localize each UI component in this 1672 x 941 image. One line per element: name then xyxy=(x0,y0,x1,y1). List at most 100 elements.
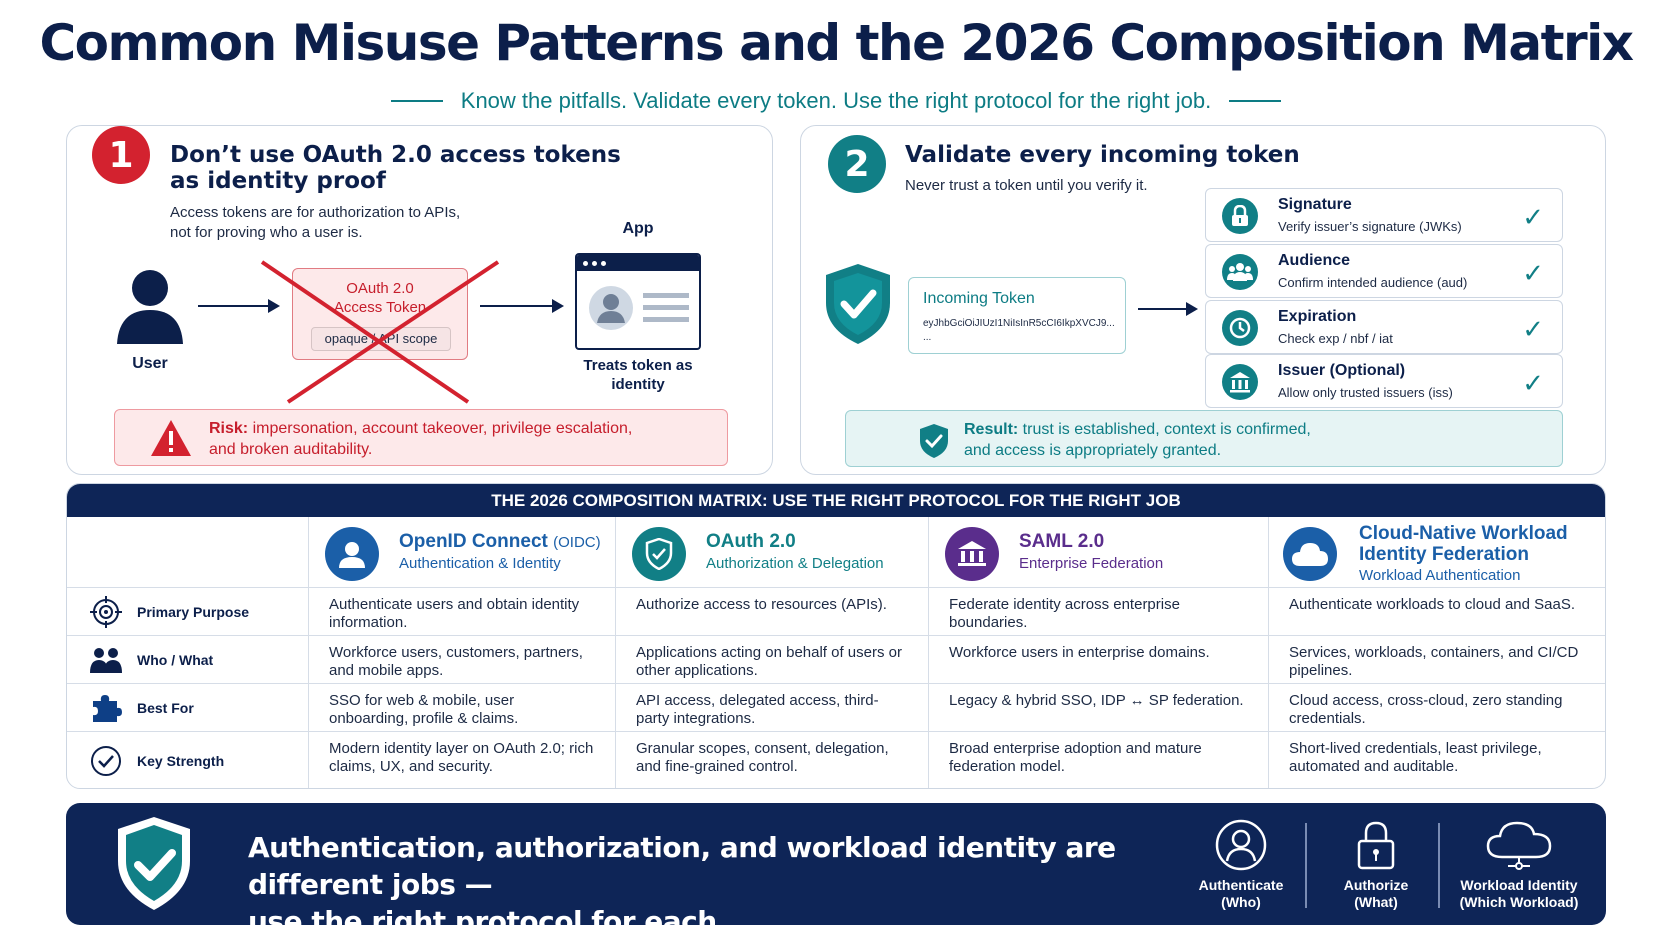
check-issuer: Issuer (Optional) Allow only trusted iss… xyxy=(1205,354,1563,408)
incoming-token-jwt: eyJhbGciOiJIUzI1NiIsInR5cCI6IkpXVCJ9... xyxy=(923,318,1115,329)
matrix-column-saml: SAML 2.0 Enterprise Federation Federate … xyxy=(928,517,1268,788)
shield-check-icon xyxy=(118,817,190,910)
row-label-key-strength: Key Strength xyxy=(67,731,308,788)
step-number-1: 1 xyxy=(92,126,150,184)
step-number-2: 2 xyxy=(828,135,886,193)
risk-text-line2: and broken auditability. xyxy=(209,441,373,458)
matrix-cell: Modern identity layer on OAuth 2.0; rich… xyxy=(309,731,615,788)
matrix-cell: Authenticate users and obtain identity i… xyxy=(309,587,615,635)
panel1-title: Don’t use OAuth 2.0 access tokens as ide… xyxy=(170,142,621,194)
lock-icon xyxy=(1222,198,1258,234)
app-caption: Treats token as identity xyxy=(570,356,706,394)
matrix-cell: Services, workloads, containers, and CI/… xyxy=(1269,635,1605,683)
risk-text-line1: impersonation, account takeover, privile… xyxy=(248,420,633,437)
column-header-oauth: OAuth 2.0 Authorization & Delegation xyxy=(616,517,928,587)
result-text-line1: trust is established, context is confirm… xyxy=(1018,421,1311,438)
row-label-best-for: Best For xyxy=(67,683,308,731)
row-label-text: Best For xyxy=(137,699,194,716)
banner-item-authorize: Authorize (What) xyxy=(1326,819,1426,911)
column-title: SAML 2.0 xyxy=(1019,531,1105,552)
column-title-name: OpenID Connect xyxy=(399,531,548,552)
panel1-title-line2: as identity proof xyxy=(170,168,386,194)
check-detail: Check exp / nbf / iat xyxy=(1278,331,1393,346)
panel1-text-line1: Access tokens are for authorization to A… xyxy=(170,204,461,221)
users-icon xyxy=(1222,254,1258,290)
row-label-text: Primary Purpose xyxy=(137,603,250,620)
column-title: OpenID Connect (OIDC) xyxy=(399,531,601,553)
check-title: Signature xyxy=(1278,196,1352,213)
access-token-line2: Access Token xyxy=(333,299,427,316)
check-audience: Audience Confirm intended audience (aud)… xyxy=(1205,244,1563,298)
result-callout: Result: trust is established, context is… xyxy=(845,410,1563,467)
column-title-line1: Cloud-Native Workload xyxy=(1359,523,1568,544)
app-caption-line1: Treats token as xyxy=(583,357,693,374)
banner-item-sub: (Who) xyxy=(1221,894,1261,910)
lock-icon xyxy=(1357,821,1395,870)
column-title: OAuth 2.0 xyxy=(706,531,796,552)
arrow-token-to-checks xyxy=(1138,302,1198,316)
arrow-user-to-token xyxy=(198,299,280,313)
column-title: Cloud-Native Workload Identity Federatio… xyxy=(1359,523,1568,565)
banner-message: Authentication, authorization, and workl… xyxy=(248,829,1148,940)
row-label-primary-purpose: Primary Purpose xyxy=(67,587,308,635)
shield-check-small-icon xyxy=(920,424,948,458)
matrix-cell: Cloud access, cross-cloud, zero standing… xyxy=(1269,683,1605,731)
column-title-suffix: (OIDC) xyxy=(553,534,601,551)
check-title: Issuer (Optional) xyxy=(1278,362,1406,379)
app-label: App xyxy=(622,220,654,237)
risk-label: Risk: xyxy=(209,420,249,437)
row-label-who-what: Who / What xyxy=(67,635,308,683)
matrix-cell: Applications acting on behalf of users o… xyxy=(616,635,928,683)
banner-item-label: Authenticate xyxy=(1198,877,1284,893)
checkmark-icon: ✓ xyxy=(1522,202,1544,232)
check-circle-icon xyxy=(91,746,121,776)
puzzle-icon xyxy=(93,694,122,722)
cloud-network-icon xyxy=(1486,821,1552,870)
arrow-token-to-app xyxy=(480,299,564,313)
check-detail: Confirm intended audience (aud) xyxy=(1278,275,1468,290)
column-header-oidc: OpenID Connect (OIDC) Authentication & I… xyxy=(309,517,615,587)
matrix-cell: Short-lived credentials, least privilege… xyxy=(1269,731,1605,788)
check-expiration: Expiration Check exp / nbf / iat ✓ xyxy=(1205,300,1563,354)
cloud-icon xyxy=(1283,527,1337,581)
column-subtitle: Authorization & Delegation xyxy=(706,555,884,572)
result-text: Result: trust is established, context is… xyxy=(964,419,1544,461)
matrix-cell: Workforce users, customers, partners, an… xyxy=(309,635,615,683)
column-subtitle: Workload Authentication xyxy=(1359,567,1521,584)
banner-item-authenticate: Authenticate (Who) xyxy=(1186,819,1296,911)
shield-icon xyxy=(632,527,686,581)
banner-item-label: Authorize xyxy=(1343,877,1409,893)
matrix-cell: Workforce users in enterprise domains. xyxy=(929,635,1268,683)
row-label-text: Who / What xyxy=(137,651,214,668)
matrix-column-workload: Cloud-Native Workload Identity Federatio… xyxy=(1268,517,1605,788)
check-title: Audience xyxy=(1278,252,1351,269)
user-circle-icon xyxy=(1215,819,1267,871)
people-icon xyxy=(90,647,122,673)
matrix-column-oidc: OpenID Connect (OIDC) Authentication & I… xyxy=(308,517,615,788)
incoming-token-box: Incoming Token eyJhbGciOiJIUzI1NiIsInR5c… xyxy=(908,277,1126,354)
matrix-cell: SSO for web & mobile, user onboarding, p… xyxy=(309,683,615,731)
subtitle-rule-left xyxy=(390,100,443,102)
matrix-cell: Legacy & hybrid SSO, IDP ↔ SP federation… xyxy=(929,683,1268,731)
banner-item-workload-identity: Workload Identity (Which Workload) xyxy=(1456,819,1582,911)
check-title: Expiration xyxy=(1278,308,1357,325)
matrix-header: THE 2026 COMPOSITION MATRIX: USE THE RIG… xyxy=(67,484,1605,517)
check-detail: Allow only trusted issuers (iss) xyxy=(1278,385,1453,400)
check-detail: Verify issuer’s signature (JWKs) xyxy=(1278,219,1462,234)
matrix-cell: Authenticate workloads to cloud and SaaS… xyxy=(1269,587,1605,635)
summary-banner: Authentication, authorization, and workl… xyxy=(66,803,1606,938)
matrix-cell: Authorize access to resources (APIs). xyxy=(616,587,928,635)
banner-line2: use the right protocol for each. xyxy=(248,905,727,938)
user-circle-icon xyxy=(325,527,379,581)
column-subtitle: Authentication & Identity xyxy=(399,555,561,572)
column-subtitle: Enterprise Federation xyxy=(1019,555,1164,572)
subtitle-text: Know the pitfalls. Validate every token.… xyxy=(460,88,1212,113)
column-header-saml: SAML 2.0 Enterprise Federation xyxy=(929,517,1268,587)
access-token-title: OAuth 2.0 Access Token xyxy=(293,279,467,317)
subtitle-rule-right xyxy=(1229,100,1282,102)
panel2-title: Validate every incoming token xyxy=(905,142,1300,168)
matrix-cell: Granular scopes, consent, delegation, an… xyxy=(616,731,928,788)
row-label-text: Key Strength xyxy=(137,753,225,769)
app-window-bar xyxy=(577,255,699,271)
user-icon xyxy=(117,270,183,344)
